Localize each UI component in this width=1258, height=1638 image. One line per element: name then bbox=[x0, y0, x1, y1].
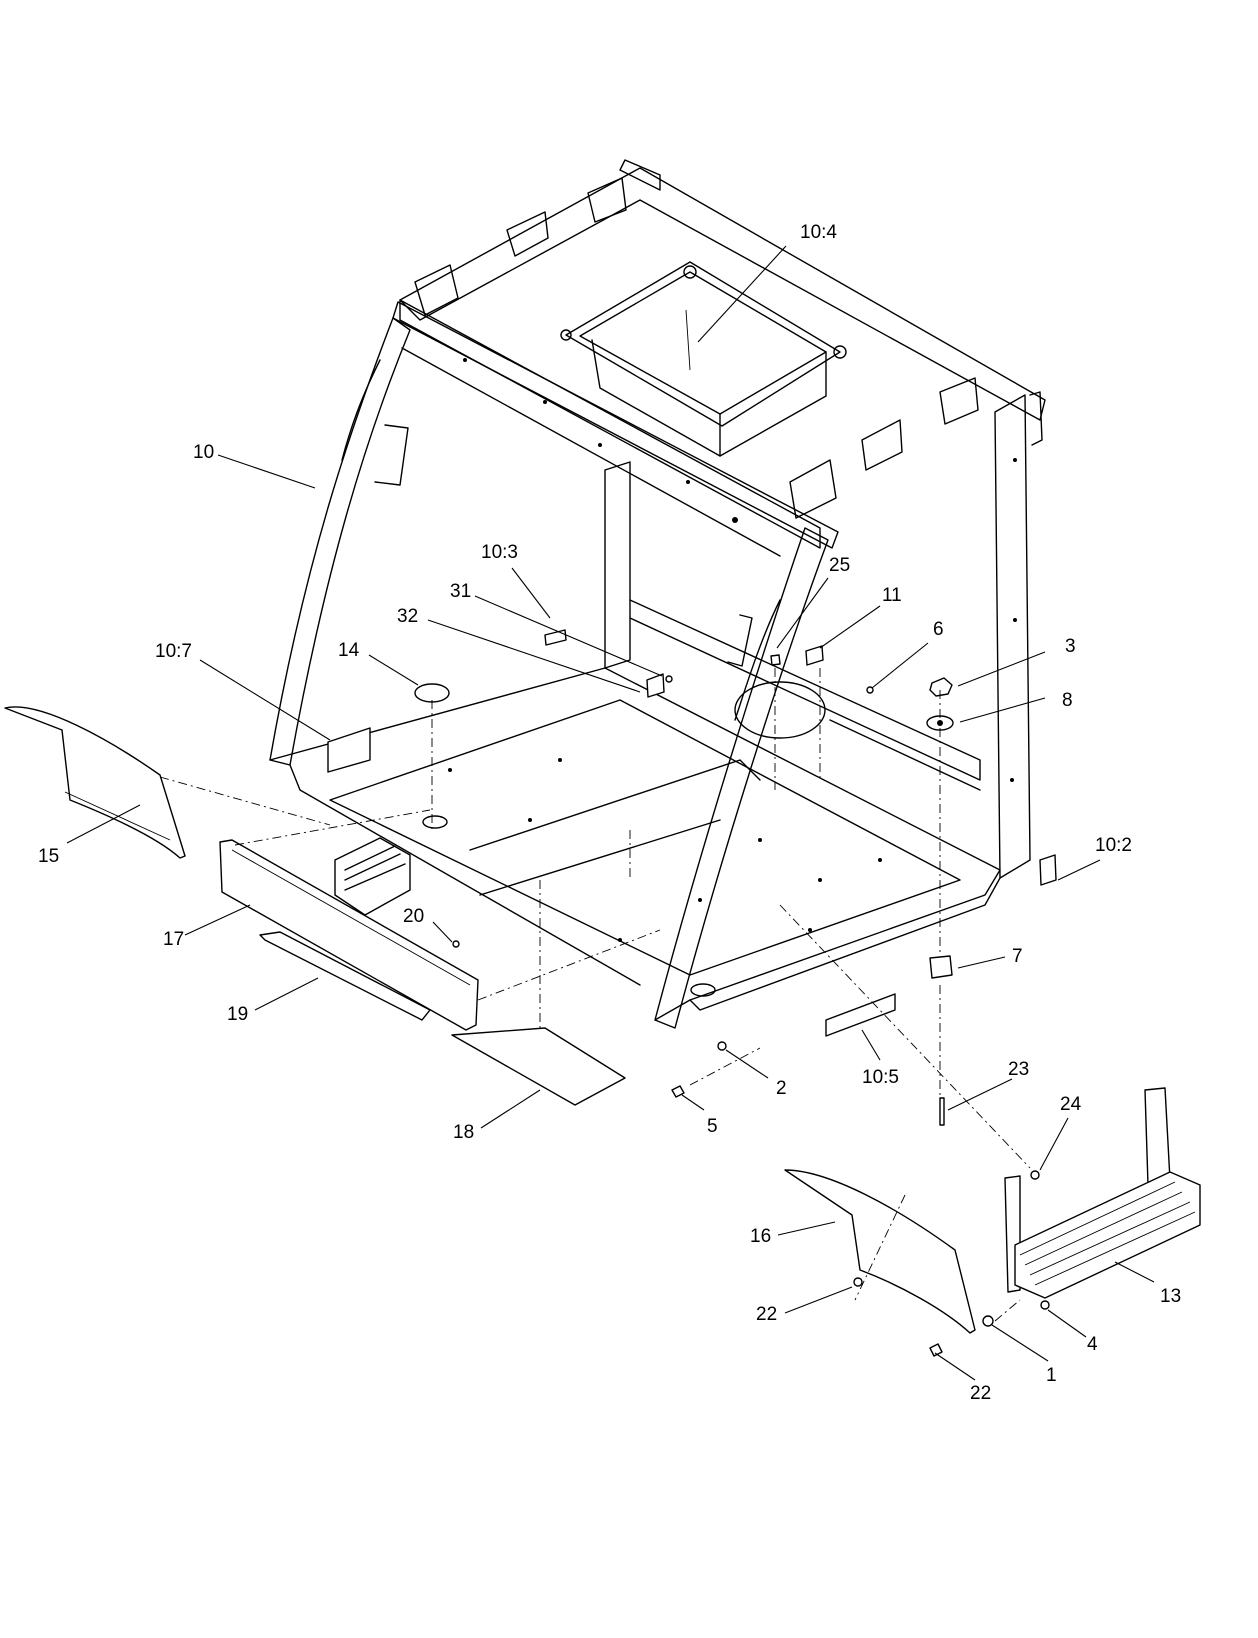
clip bbox=[770, 654, 781, 666]
callout-17: 17 bbox=[163, 929, 184, 950]
callout-labels: 10:4 10 10:3 25 11 31 32 6 3 10:7 14 8 1… bbox=[38, 222, 1181, 1404]
tread-plate bbox=[259, 931, 431, 1021]
skid-plate bbox=[451, 1027, 626, 1106]
callout-2: 2 bbox=[776, 1078, 787, 1099]
nut-5 bbox=[671, 1085, 685, 1098]
right-mud-flap bbox=[784, 1169, 976, 1334]
bolt bbox=[939, 1097, 945, 1126]
callout-7: 7 bbox=[1012, 946, 1023, 967]
callout-22a: 22 bbox=[756, 1304, 777, 1325]
decal-10-2 bbox=[1039, 854, 1057, 886]
callout-13: 13 bbox=[1160, 1286, 1181, 1307]
left-mud-flap bbox=[4, 706, 186, 859]
callout-10-7: 10:7 bbox=[155, 641, 192, 662]
callout-16: 16 bbox=[750, 1226, 771, 1247]
callout-20: 20 bbox=[403, 906, 424, 927]
step-assembly bbox=[1004, 1087, 1201, 1299]
screw-20 bbox=[452, 940, 460, 948]
callout-10-4: 10:4 bbox=[800, 222, 837, 243]
cab-frame bbox=[269, 159, 1057, 1037]
callout-3: 3 bbox=[1065, 636, 1076, 657]
callout-6: 6 bbox=[933, 619, 944, 640]
step-bracket bbox=[219, 839, 479, 1031]
frame-holes bbox=[448, 358, 1017, 942]
latch-32 bbox=[646, 673, 665, 698]
bolt-24 bbox=[1030, 1170, 1040, 1180]
nut-4 bbox=[1040, 1300, 1050, 1310]
callout-32: 32 bbox=[397, 606, 418, 627]
callout-10-5: 10:5 bbox=[862, 1067, 899, 1088]
roof-hatch-frame bbox=[560, 261, 847, 457]
callout-22b: 22 bbox=[970, 1383, 991, 1404]
nut bbox=[929, 677, 953, 697]
lower-mount bbox=[929, 955, 953, 979]
rivet bbox=[866, 686, 874, 694]
washer-1 bbox=[982, 1315, 994, 1327]
callout-24: 24 bbox=[1060, 1094, 1082, 1115]
callout-25: 25 bbox=[829, 555, 850, 576]
callout-19: 19 bbox=[227, 1004, 248, 1025]
callout-8: 8 bbox=[1062, 690, 1073, 711]
callout-4: 4 bbox=[1087, 1334, 1098, 1355]
plug bbox=[414, 683, 450, 703]
decal-10-3 bbox=[544, 629, 567, 646]
hinge-31 bbox=[665, 675, 673, 683]
callout-10-2: 10:2 bbox=[1095, 835, 1132, 856]
callout-10-3: 10:3 bbox=[481, 542, 518, 563]
callout-31: 31 bbox=[450, 581, 471, 602]
callout-14: 14 bbox=[338, 640, 360, 661]
callout-15: 15 bbox=[38, 846, 59, 867]
callout-10: 10 bbox=[193, 442, 214, 463]
bolt-22a bbox=[853, 1277, 863, 1287]
callout-5: 5 bbox=[707, 1116, 718, 1137]
callout-18: 18 bbox=[453, 1122, 474, 1143]
callout-1: 1 bbox=[1046, 1365, 1057, 1386]
leader-lines bbox=[66, 245, 1155, 1381]
callout-11: 11 bbox=[882, 585, 902, 606]
washer-2 bbox=[717, 1041, 727, 1051]
assembly-lines bbox=[159, 668, 1031, 1322]
decal-10-5 bbox=[825, 993, 896, 1037]
bracket-plate bbox=[805, 645, 824, 666]
decal-10-7 bbox=[327, 727, 371, 773]
bolt-22b bbox=[929, 1343, 943, 1357]
callout-23: 23 bbox=[1008, 1059, 1029, 1080]
